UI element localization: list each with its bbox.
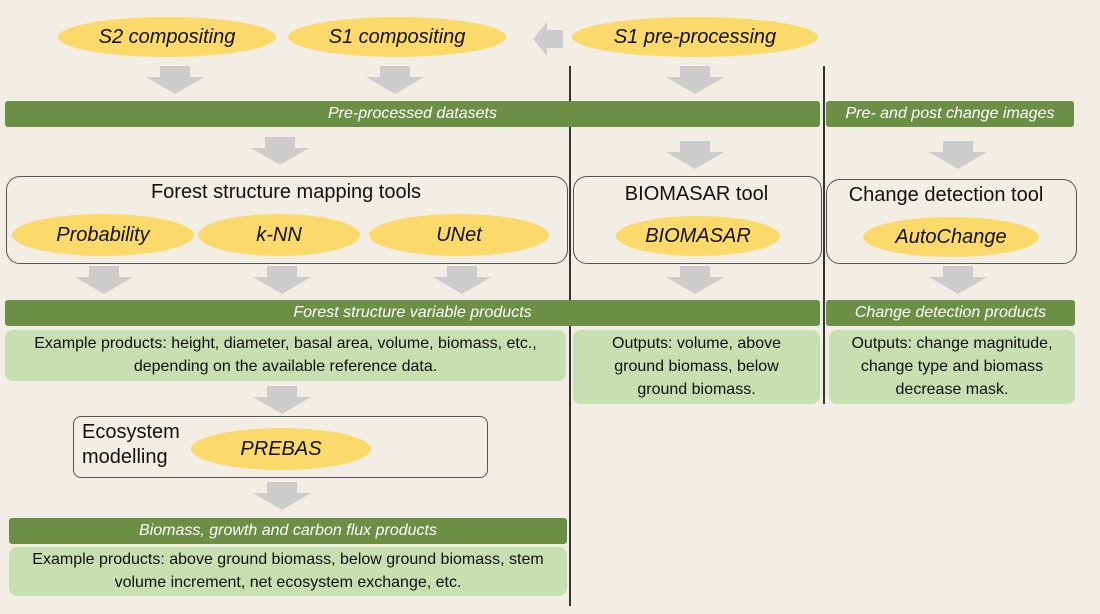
s1-preprocessing-label: S1 pre-processing xyxy=(613,25,777,48)
change-detection-tool-title: Change detection tool xyxy=(848,184,1044,206)
down-arrow-icon xyxy=(146,66,204,94)
change-detection-products-bar: Change detection products xyxy=(826,300,1075,326)
divider-right xyxy=(823,66,825,404)
biomasar-tool-title: BIOMASAR tool xyxy=(624,183,769,205)
biomass-example-line: Example products: above ground biomass, … xyxy=(32,551,544,568)
down-arrow-icon xyxy=(366,66,424,94)
prebas-label: PREBAS xyxy=(240,437,322,460)
forest-example-line: depending on the available reference dat… xyxy=(133,358,438,375)
knn-label: k-NN xyxy=(256,223,302,246)
s1-compositing-node: S1 compositing xyxy=(288,17,506,57)
down-arrow-icon xyxy=(929,266,987,294)
down-arrow-icon xyxy=(666,141,724,169)
s1-compositing-label: S1 compositing xyxy=(328,25,466,48)
pre-post-change-label: Pre- and post change images xyxy=(845,105,1055,122)
biomass-example-line: volume increment, net ecosystem exchange… xyxy=(114,574,462,591)
preprocessed-datasets-label: Pre-processed datasets xyxy=(328,105,497,122)
pre-post-change-bar: Pre- and post change images xyxy=(826,101,1074,127)
biomasar-output-line: Outputs: volume, above xyxy=(612,335,781,352)
change-output-line: change type and biomass xyxy=(860,358,1044,375)
down-arrow-icon xyxy=(666,266,724,294)
s2-compositing-node: S2 compositing xyxy=(58,17,276,57)
down-arrow-icon xyxy=(251,137,309,165)
autochange-method: AutoChange xyxy=(863,217,1039,257)
knn-method: k-NN xyxy=(198,214,360,256)
forest-example-line: Example products: height, diameter, basa… xyxy=(34,335,537,352)
biomasar-outputs: Outputs: volume, above ground biomass, b… xyxy=(573,330,820,404)
biomasar-method: BIOMASAR xyxy=(616,216,780,256)
biomass-growth-products-bar: Biomass, growth and carbon flux products xyxy=(9,518,567,544)
biomass-example-products: Example products: above ground biomass, … xyxy=(9,547,567,596)
s2-compositing-label: S2 compositing xyxy=(98,25,236,48)
autochange-label: AutoChange xyxy=(895,225,1007,248)
ecosystem-title-line: modelling xyxy=(82,446,168,468)
down-arrow-icon xyxy=(433,266,491,294)
down-arrow-icon xyxy=(253,482,311,510)
down-arrow-icon xyxy=(75,266,133,294)
forest-structure-tools-title: Forest structure mapping tools xyxy=(150,181,422,203)
biomasar-output-line: ground biomass, below xyxy=(614,358,779,375)
change-output-line: Outputs: change magnitude, xyxy=(851,335,1053,352)
down-arrow-icon xyxy=(253,266,311,294)
left-arrow-icon xyxy=(533,22,563,56)
probability-method: Probability xyxy=(12,214,194,256)
forest-example-products: Example products: height, diameter, basa… xyxy=(5,330,566,381)
down-arrow-icon xyxy=(253,386,311,414)
prebas-method: PREBAS xyxy=(191,428,371,470)
preprocessed-datasets-bar: Pre-processed datasets xyxy=(5,101,820,127)
forest-structure-products-bar: Forest structure variable products xyxy=(5,300,820,326)
ecosystem-modelling-title: Ecosystem modelling xyxy=(82,420,180,470)
divider-left xyxy=(569,66,571,606)
down-arrow-icon xyxy=(929,141,987,169)
s1-preprocessing-node: S1 pre-processing xyxy=(572,17,818,57)
probability-label: Probability xyxy=(56,223,150,246)
down-arrow-icon xyxy=(666,66,724,94)
biomasar-output-line: ground biomass. xyxy=(637,381,756,398)
ecosystem-title-line: Ecosystem xyxy=(82,421,180,443)
change-detection-products-label: Change detection products xyxy=(854,304,1047,321)
biomasar-label: BIOMASAR xyxy=(645,224,751,247)
change-outputs: Outputs: change magnitude, change type a… xyxy=(829,330,1075,404)
unet-method: UNet xyxy=(369,214,549,256)
unet-label: UNet xyxy=(436,223,482,246)
change-output-line: decrease mask. xyxy=(895,381,1009,398)
biomass-growth-products-label: Biomass, growth and carbon flux products xyxy=(139,522,437,539)
forest-structure-products-label: Forest structure variable products xyxy=(293,304,532,321)
